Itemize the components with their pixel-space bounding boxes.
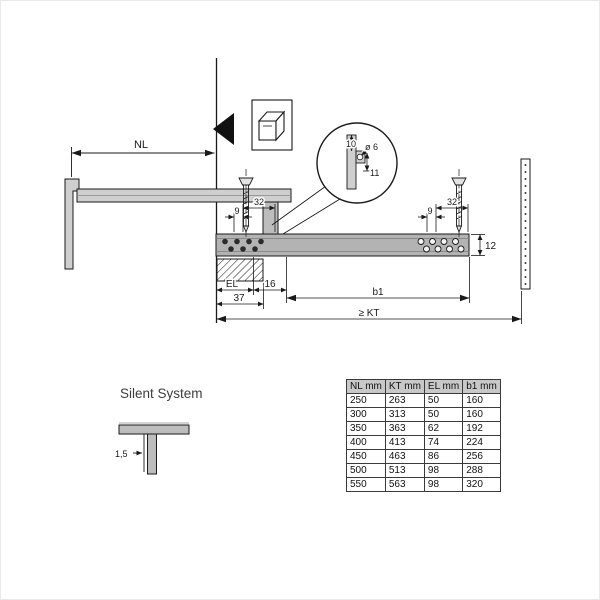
dim-12-label: 12 (485, 241, 497, 252)
cell-el: 74 (423, 435, 464, 450)
dim-32-left-label: 32 (254, 197, 264, 207)
dim-9-left-label: 9 (234, 206, 239, 216)
cell-el: 50 (423, 407, 464, 422)
hook-connector (262, 201, 279, 235)
table-row: 400 413 74 224 (346, 435, 501, 450)
table-row: 450 463 86 256 (346, 449, 501, 464)
cell-nl: 550 (346, 477, 386, 492)
mounting-surface-hatch (216, 258, 264, 282)
cell-nl: 450 (346, 449, 386, 464)
dim-b1-label: b1 (372, 287, 384, 298)
cell-b1: 224 (462, 435, 501, 450)
mounting-holes-right (417, 238, 465, 253)
mounting-screw-left (238, 169, 254, 237)
cell-el: 98 (423, 463, 464, 478)
direction-arrow-icon (213, 113, 234, 145)
cell-kt: 413 (384, 435, 425, 450)
cell-nl: 350 (346, 421, 386, 436)
cell-el: 86 (423, 449, 464, 464)
dim-37-label: 37 (233, 293, 245, 304)
nl-dimension: NL (71, 139, 215, 177)
rivet-holes-left (222, 238, 264, 252)
side-panel-strip (520, 158, 531, 290)
col-header-b1: b1 mm (462, 379, 501, 394)
detail-dim-11-label: 11 (370, 168, 379, 178)
table-row: 350 363 62 192 (346, 421, 501, 436)
table-row: 250 263 50 160 (346, 393, 501, 408)
table-row: 500 513 98 288 (346, 463, 501, 478)
dim-9-32-left: 9 32 (225, 196, 276, 232)
cell-nl: 500 (346, 463, 386, 478)
cabinet-rail (215, 233, 470, 257)
cabinet-icon (251, 99, 293, 151)
table-header-row: NL mm KT mm EL mm b1 mm (346, 379, 501, 394)
cell-b1: 192 (462, 421, 501, 436)
table-row: 300 313 50 160 (346, 407, 501, 422)
cell-nl: 400 (346, 435, 386, 450)
cell-kt: 263 (384, 393, 425, 408)
bottom-dimensions: EL 16 37 b1 ≥ KT (216, 257, 522, 324)
dimension-table: NL mm KT mm EL mm b1 mm 250 263 50 160 3… (346, 379, 501, 492)
col-header-el: EL mm (423, 379, 464, 394)
dim-el-label: EL (226, 279, 239, 290)
hook-hole (356, 153, 364, 161)
dim-16-label: 16 (264, 279, 276, 290)
cell-b1: 288 (462, 463, 501, 478)
table-row: 550 563 98 320 (346, 477, 501, 492)
dim-nl-label: NL (134, 139, 148, 151)
cell-el: 98 (423, 477, 464, 492)
dim-9-32-right: 9 32 (418, 196, 469, 232)
dim-32-right-label: 32 (447, 197, 457, 207)
cell-el: 62 (423, 421, 464, 436)
detail-callout: 10 ø 6 11 (271, 122, 398, 235)
cell-kt: 463 (384, 449, 425, 464)
cell-kt: 313 (384, 407, 425, 422)
col-header-kt: KT mm (384, 379, 425, 394)
cell-el: 50 (423, 393, 464, 408)
detail-dim-dia6-label: ø 6 (365, 142, 378, 152)
cell-kt: 513 (384, 463, 425, 478)
silent-system-detail: 1,5 (115, 422, 190, 475)
front-bracket (64, 178, 80, 270)
dim-9-right-label: 9 (427, 206, 432, 216)
detail-dim-10-label: 10 (346, 139, 356, 149)
cell-kt: 363 (384, 421, 425, 436)
cell-nl: 300 (346, 407, 386, 422)
cell-b1: 160 (462, 407, 501, 422)
mounting-screw-right (451, 169, 467, 237)
silent-system-title: Silent System (120, 386, 203, 401)
cell-b1: 256 (462, 449, 501, 464)
dim-1-5-label: 1,5 (115, 449, 128, 459)
col-header-nl: NL mm (346, 379, 386, 394)
dim-kt-label: ≥ KT (358, 308, 379, 319)
cell-kt: 563 (384, 477, 425, 492)
cell-b1: 320 (462, 477, 501, 492)
cell-nl: 250 (346, 393, 386, 408)
dim-12: 12 (471, 234, 497, 256)
cell-b1: 160 (462, 393, 501, 408)
